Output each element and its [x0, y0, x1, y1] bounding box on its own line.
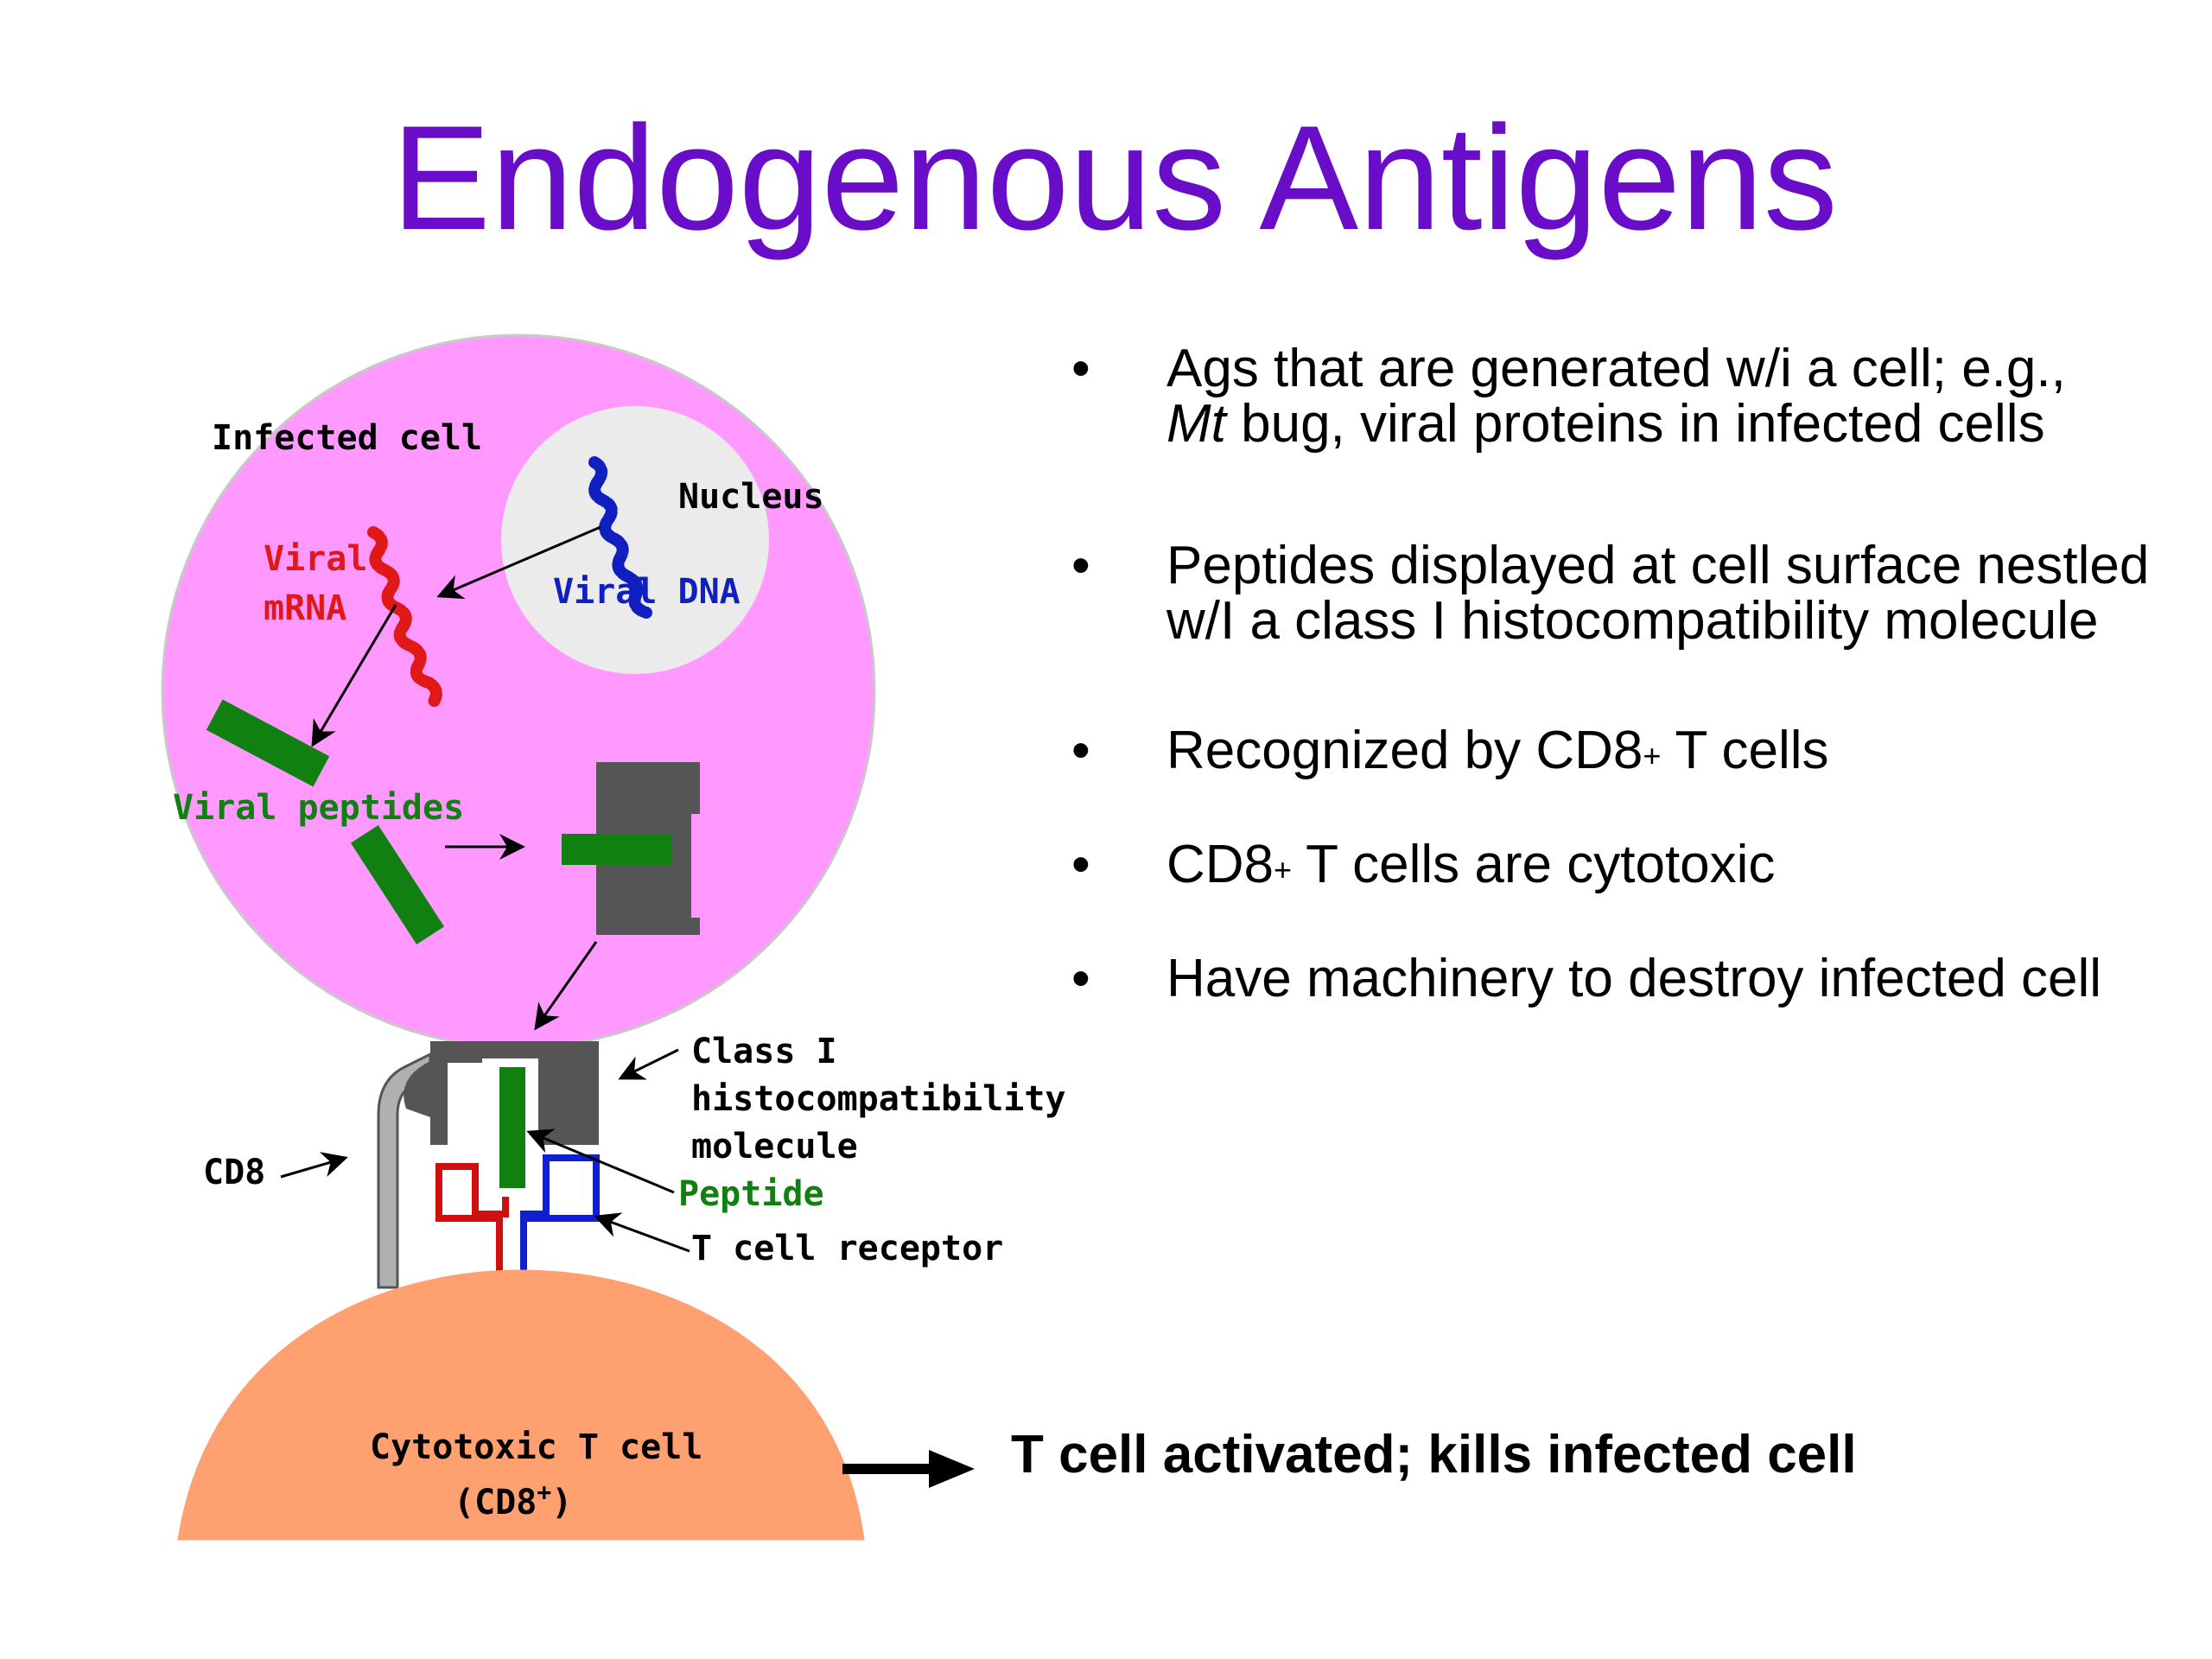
arrow-cd8	[280, 1152, 348, 1179]
label-cd8: CD8	[203, 1153, 265, 1192]
bullet-cytotoxic: • CD8+ T cells are cytotoxic	[1071, 835, 1776, 894]
nucleus	[501, 406, 769, 674]
bullet-dot: •	[1071, 835, 1090, 894]
label-nucleus: Nucleus	[678, 477, 824, 517]
arrow-tcr	[594, 1212, 690, 1253]
arrow-peptide	[526, 1128, 675, 1194]
label-viral-mrna-1: Viral	[264, 539, 367, 579]
label-class-i-3: molecule	[691, 1127, 858, 1166]
mhc-right-arm	[538, 1041, 599, 1141]
page-title: Endogenous Antigens	[391, 95, 1838, 261]
tcr-red-chain	[435, 1163, 509, 1309]
label-class-i-1: Class I	[691, 1032, 837, 1071]
label-class-i-2: histocompatibility	[691, 1079, 1065, 1119]
bullet-dot: •	[1071, 721, 1090, 780]
bullet-dot: •	[1071, 949, 1090, 1008]
label-t-cell-receptor: T cell receptor	[691, 1229, 1003, 1268]
cd8-head	[404, 1061, 430, 1117]
viral-peptide-bar	[350, 824, 445, 945]
surface-peptide	[499, 1067, 525, 1188]
tcr-blue-chain	[520, 1154, 600, 1270]
bullet-endogenous-definition: • Ags that are generated w/i a cell; e.g…	[1071, 339, 2066, 454]
label-viral-peptides: Viral peptides	[173, 788, 464, 828]
bullet-list: • Ags that are generated w/i a cell; e.g…	[1071, 341, 2186, 1007]
label-viral-mrna-2: mRNA	[264, 588, 346, 628]
viral-peptide-bar	[206, 699, 330, 787]
arrow-mrna-to-peptide	[311, 604, 397, 747]
bullet-peptides-displayed: • Peptides displayed at cell surface nes…	[1071, 536, 2150, 651]
label-cytotoxic-2: (CD8+)	[454, 1478, 572, 1522]
result-arrowhead	[929, 1450, 975, 1488]
bullet-dot: •	[1071, 536, 1090, 595]
viral-dna-strand	[588, 456, 652, 619]
cytotoxic-t-cell	[177, 1269, 865, 1541]
label-peptide: Peptide	[678, 1174, 824, 1214]
mhc-slot	[553, 825, 562, 874]
bullet-dot: •	[1071, 339, 1090, 398]
arrow-dna-to-mrna	[436, 525, 601, 600]
bullet-recognized-cd8: • Recognized by CD8+ T cells	[1071, 721, 1829, 780]
label-infected-cell: Infected cell	[212, 418, 482, 458]
bullet-machinery: • Have machinery to destroy infected cel…	[1071, 949, 2102, 1008]
peptide-in-mhc	[555, 834, 671, 865]
label-viral-dna: Viral DNA	[553, 572, 741, 612]
label-cytotoxic-1: Cytotoxic T cell	[370, 1427, 702, 1467]
arrow-mhc-to-surface	[534, 941, 598, 1031]
viral-mrna-strand	[367, 526, 442, 708]
result-text: T cell activated; kills infected cell	[1011, 1425, 1857, 1484]
arrow-class-i	[618, 1048, 679, 1080]
